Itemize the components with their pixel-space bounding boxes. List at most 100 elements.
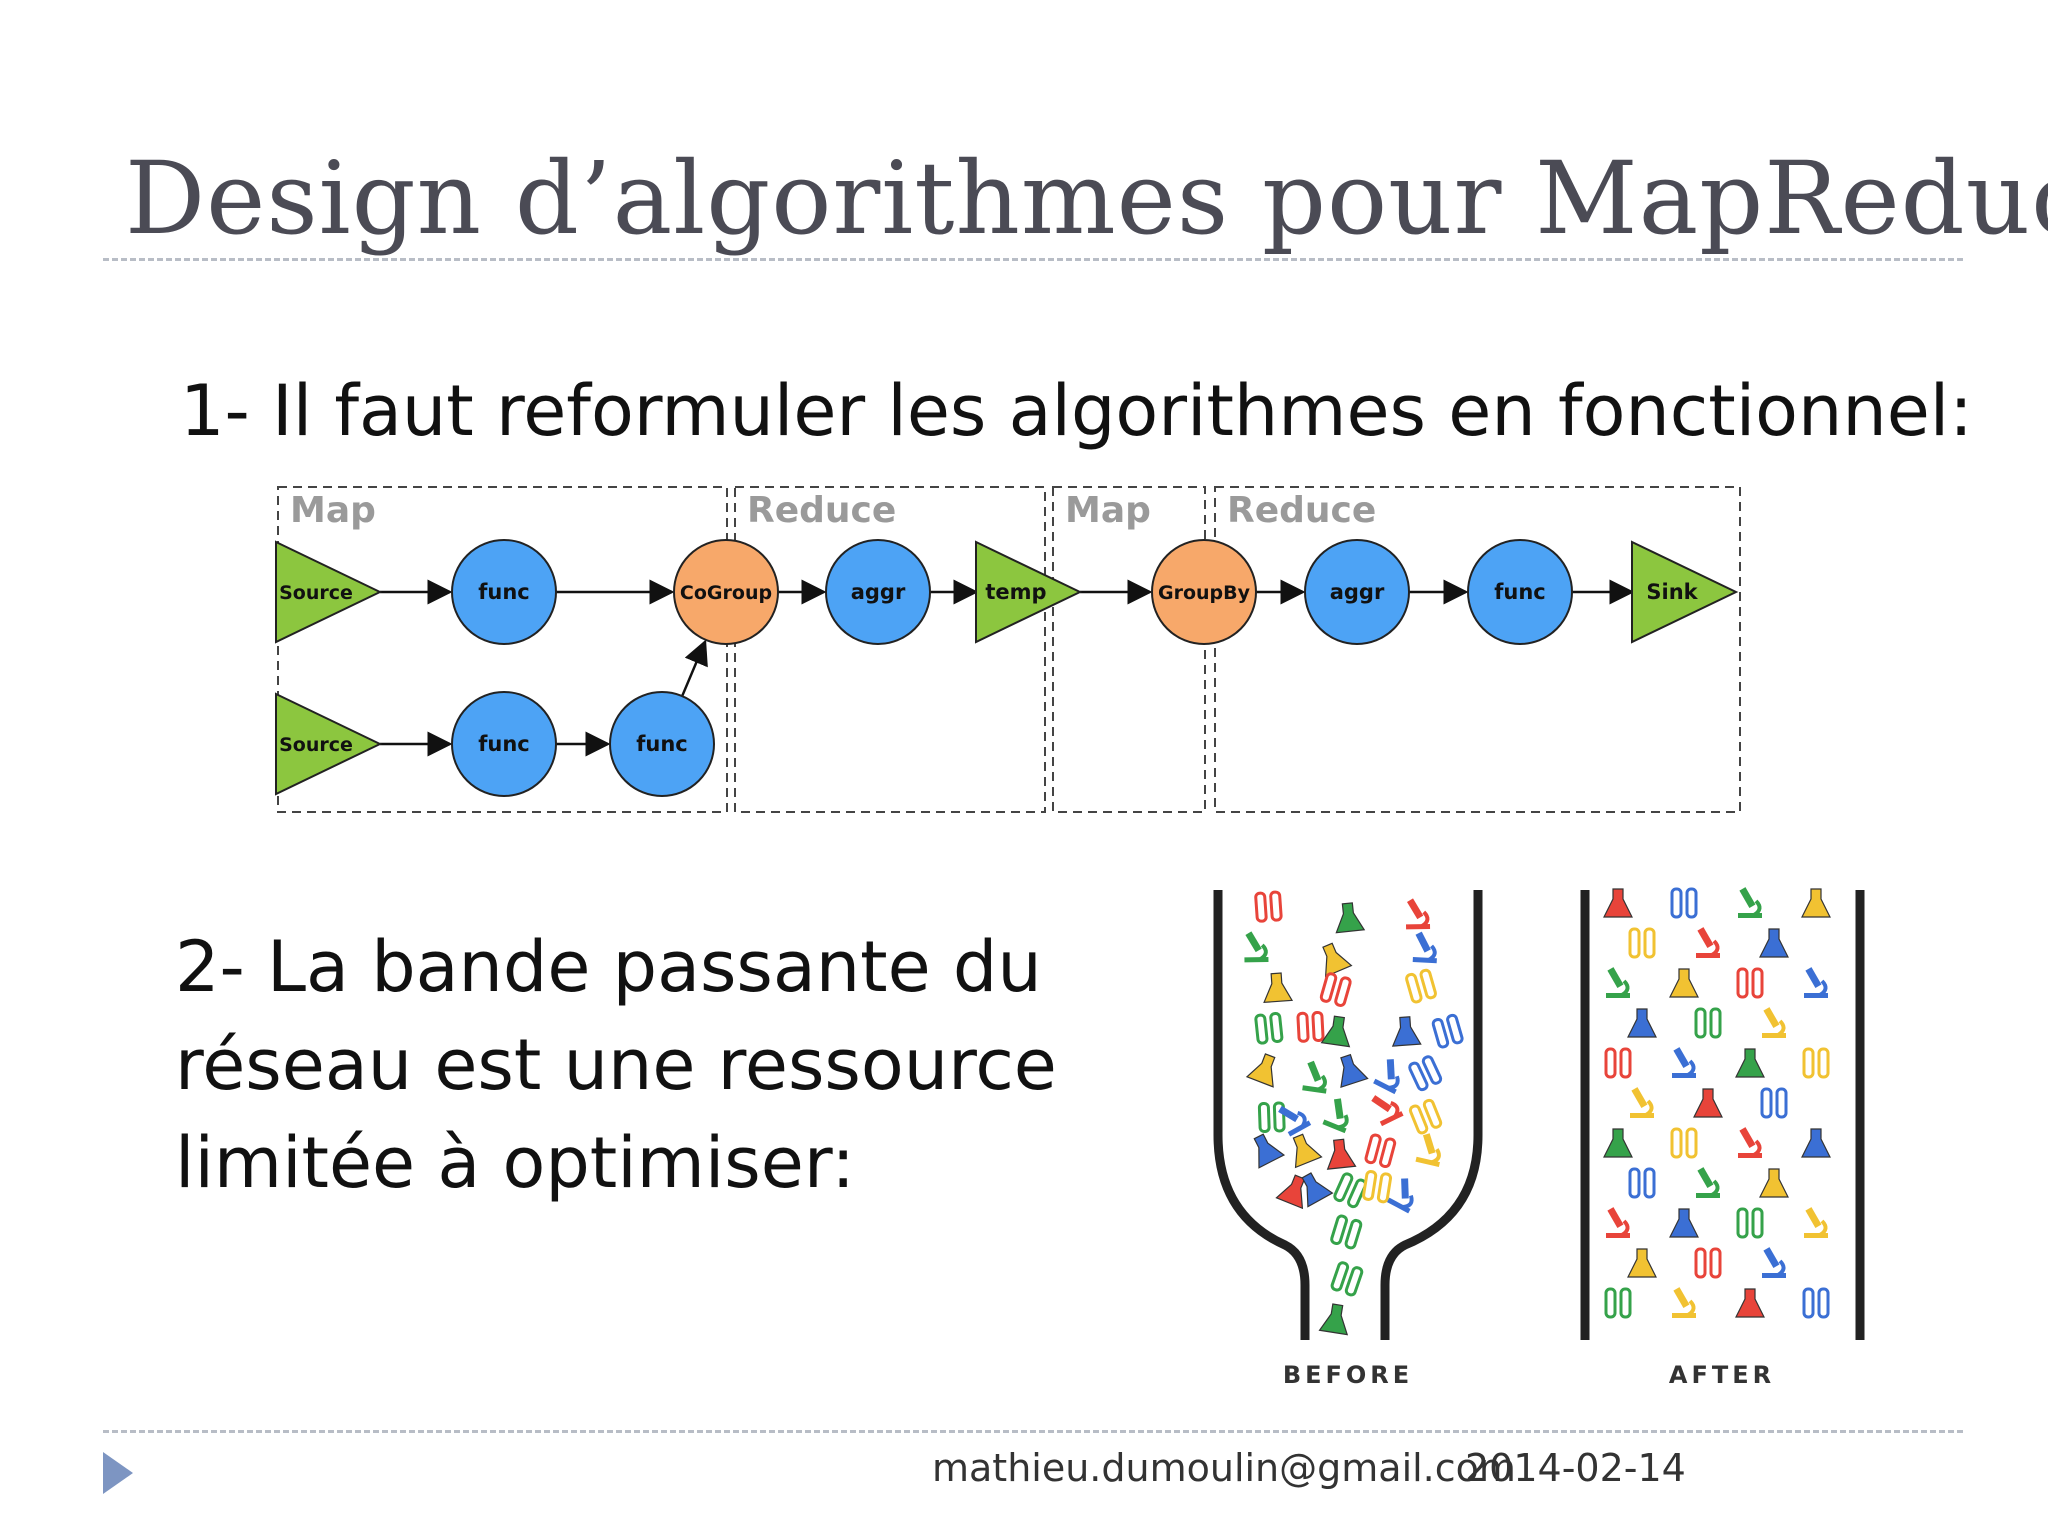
phase-label-1: Map bbox=[290, 490, 376, 531]
after-item-30 bbox=[1736, 1207, 1764, 1239]
edge-f3-cg bbox=[681, 639, 708, 697]
after-item-2 bbox=[1738, 887, 1762, 918]
before-item-3 bbox=[1244, 931, 1269, 963]
before-wall-right bbox=[1380, 890, 1483, 1340]
after-item-17 bbox=[1802, 1047, 1830, 1079]
node-gb: GroupBy bbox=[1151, 539, 1257, 645]
after-item-6 bbox=[1759, 928, 1789, 958]
after-item-18 bbox=[1630, 1087, 1654, 1118]
node-label-ag1: aggr bbox=[851, 580, 906, 604]
before-item-22 bbox=[1371, 1095, 1404, 1127]
after-item-28 bbox=[1606, 1207, 1630, 1238]
before-item-9 bbox=[1254, 1012, 1284, 1045]
footer-date: 2014-02-14 bbox=[1465, 1446, 1686, 1490]
before-item-27 bbox=[1364, 1133, 1397, 1169]
point-2-line-2: réseau est une ressource bbox=[175, 1024, 1057, 1106]
after-item-14 bbox=[1604, 1047, 1632, 1079]
point-2-line-1: 2- La bande passante du bbox=[175, 926, 1042, 1008]
point-1-text: 1- Il faut reformuler les algorithmes en… bbox=[180, 370, 1973, 452]
node-label-f3: func bbox=[636, 732, 688, 756]
after-item-35 bbox=[1604, 1287, 1632, 1319]
before-item-11 bbox=[1320, 1015, 1351, 1048]
before-wall-left bbox=[1213, 890, 1310, 1340]
node-label-f1: func bbox=[478, 580, 530, 604]
after-item-7 bbox=[1606, 967, 1630, 998]
before-item-35 bbox=[1330, 1261, 1364, 1297]
after-item-1 bbox=[1670, 887, 1698, 919]
before-item-17 bbox=[1373, 1059, 1400, 1095]
node-label-f2: func bbox=[478, 732, 530, 756]
next-slide-arrow-icon[interactable] bbox=[103, 1452, 133, 1494]
after-item-26 bbox=[1696, 1167, 1720, 1198]
after-item-21 bbox=[1603, 1128, 1633, 1158]
node-label-f4: func bbox=[1494, 580, 1546, 604]
node-snk: Sink bbox=[1631, 540, 1739, 644]
phase-label-3: Map bbox=[1065, 490, 1151, 531]
node-label-src2: Source bbox=[279, 734, 353, 756]
after-label: AFTER bbox=[1669, 1361, 1775, 1389]
before-item-24 bbox=[1253, 1133, 1286, 1169]
node-src1: Source bbox=[275, 540, 383, 644]
before-item-16 bbox=[1340, 1053, 1369, 1089]
node-label-snk: Sink bbox=[1646, 580, 1698, 604]
before-item-8 bbox=[1405, 968, 1437, 1004]
before-item-14 bbox=[1245, 1053, 1276, 1088]
node-f3: func bbox=[609, 691, 715, 797]
after-item-13 bbox=[1762, 1007, 1786, 1038]
before-item-33 bbox=[1387, 1178, 1414, 1214]
after-item-15 bbox=[1672, 1047, 1696, 1078]
node-label-gb: GroupBy bbox=[1158, 582, 1251, 604]
after-item-24 bbox=[1801, 1128, 1831, 1158]
node-f4: func bbox=[1467, 539, 1573, 645]
before-item-23 bbox=[1408, 1098, 1443, 1135]
before-item-12 bbox=[1391, 1016, 1422, 1047]
after-item-37 bbox=[1735, 1288, 1765, 1318]
before-item-18 bbox=[1408, 1055, 1443, 1092]
before-item-31 bbox=[1333, 1172, 1368, 1209]
before-label: BEFORE bbox=[1283, 1361, 1413, 1389]
before-item-36 bbox=[1318, 1303, 1349, 1336]
before-item-21 bbox=[1322, 1098, 1349, 1134]
after-item-4 bbox=[1628, 927, 1656, 959]
before-item-2 bbox=[1405, 898, 1431, 930]
after-item-16 bbox=[1735, 1048, 1765, 1078]
before-item-34 bbox=[1330, 1214, 1363, 1250]
after-item-0 bbox=[1603, 888, 1633, 918]
before-item-25 bbox=[1292, 1133, 1323, 1169]
after-item-27 bbox=[1759, 1168, 1789, 1198]
phase-box-1 bbox=[277, 486, 728, 813]
before-item-28 bbox=[1415, 1133, 1441, 1168]
node-ag1: aggr bbox=[825, 539, 931, 645]
footer-email: mathieu.dumoulin@gmail.com bbox=[932, 1446, 1516, 1490]
node-label-tmp: temp bbox=[985, 580, 1046, 604]
after-item-11 bbox=[1627, 1008, 1657, 1038]
before-item-0 bbox=[1254, 890, 1283, 923]
after-item-12 bbox=[1694, 1007, 1722, 1039]
after-item-20 bbox=[1760, 1087, 1788, 1119]
before-item-30 bbox=[1301, 1172, 1334, 1208]
after-item-3 bbox=[1801, 888, 1831, 918]
node-ag2: aggr bbox=[1304, 539, 1410, 645]
after-item-5 bbox=[1696, 927, 1720, 958]
before-item-7 bbox=[1319, 972, 1352, 1007]
after-item-8 bbox=[1669, 968, 1699, 998]
node-tmp: temp bbox=[975, 540, 1083, 644]
point-2-text: 2- La bande passante du réseau est une r… bbox=[175, 918, 1075, 1212]
node-cg: CoGroup bbox=[673, 539, 779, 645]
node-label-cg: CoGroup bbox=[680, 582, 772, 604]
before-item-26 bbox=[1326, 1138, 1357, 1170]
before-item-10 bbox=[1296, 1010, 1325, 1043]
before-item-5 bbox=[1412, 931, 1437, 964]
before-item-6 bbox=[1263, 972, 1294, 1003]
before-item-32 bbox=[1362, 1170, 1393, 1204]
title-divider bbox=[103, 258, 1963, 261]
after-item-23 bbox=[1738, 1127, 1762, 1158]
slide-title: Design d’algorithmes pour MapReduce bbox=[125, 140, 2048, 257]
node-label-src1: Source bbox=[279, 582, 353, 604]
before-item-13 bbox=[1431, 1013, 1464, 1049]
node-f1: func bbox=[451, 539, 557, 645]
phase-box-3 bbox=[1052, 486, 1206, 813]
after-item-19 bbox=[1693, 1088, 1723, 1118]
